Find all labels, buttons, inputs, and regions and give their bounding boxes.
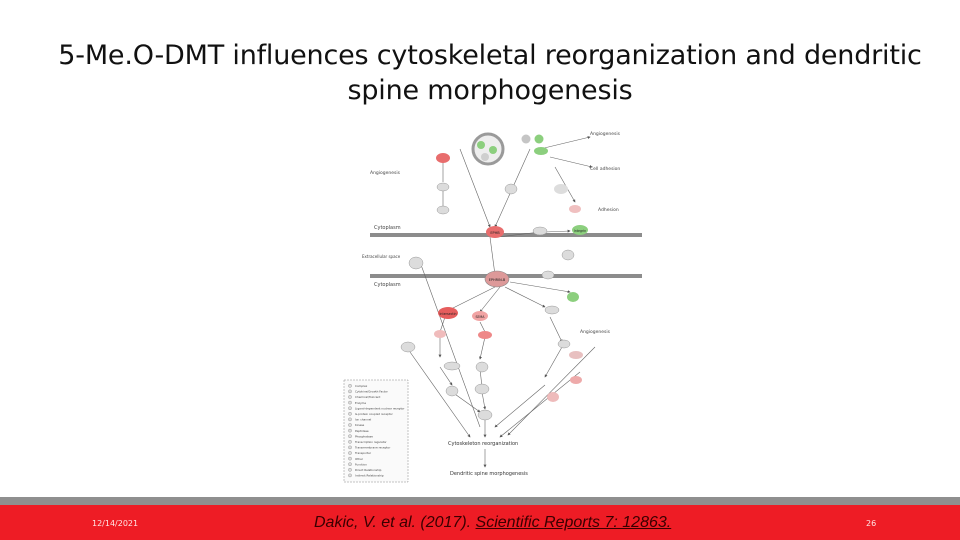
legend-item-label: Transcription regulator — [354, 440, 388, 444]
pathway-edges — [409, 136, 596, 468]
legend-item-icon — [348, 445, 352, 450]
pathway-figure: Cytoplasm Cytoplasm Extracellular space … — [340, 127, 645, 485]
legend-item-label: Kinase — [355, 423, 365, 427]
node-cdc42 — [567, 292, 579, 302]
legend-item-label: Peptidase — [355, 429, 369, 433]
legend-item-label: Phosphatase — [355, 434, 373, 438]
legend-item-label: Ligand-dependent nuclear receptor — [355, 406, 405, 410]
legend-item-icon — [348, 462, 352, 467]
cell-adhesion-label: Cell adhesion — [590, 166, 620, 172]
citation-authors: Dakic, V. et al. (2017). — [314, 514, 476, 531]
angio-bottom-label: Angiogenesis — [580, 329, 611, 335]
legend-item-label: Transporter — [354, 451, 372, 455]
node-ephrin-label: EPHRIN-B — [489, 278, 506, 282]
node-integrin — [572, 225, 588, 235]
node-sema — [472, 311, 488, 321]
citation-journal-link[interactable]: Scientific Reports 7: 12863. — [475, 514, 672, 531]
legend-item-icon — [348, 456, 352, 461]
legend-item-icon — [348, 411, 352, 416]
node-ras — [554, 184, 568, 194]
extracellular-label: Extracellular space — [362, 254, 401, 259]
dendritic-label: Dendritic spine morphogenesis — [450, 471, 528, 477]
legend-item-label: Chemical/Toxicant — [355, 395, 381, 399]
legend-item-icon — [348, 400, 352, 405]
legend-item-label: Function — [355, 462, 367, 466]
node-integrin-label: Integrin — [574, 229, 586, 233]
node-ephb-label: EPHB — [490, 231, 500, 235]
membrane-bottom-label: Cytoplasm — [374, 282, 401, 288]
slide-title: 5-Me.O-DMT influences cytoskeletal reorg… — [58, 40, 922, 106]
legend-item-label: Enzyme — [355, 401, 366, 405]
legend-item-icon — [348, 428, 352, 433]
node-ephrin — [484, 270, 510, 288]
node-sema-label: SEMA — [476, 315, 486, 319]
legend-item-icon — [348, 389, 352, 394]
node-pak — [569, 351, 583, 359]
node-angio-kinase — [436, 153, 450, 163]
nodes-downregulated: Integrin — [521, 134, 588, 302]
footer-divider — [0, 497, 960, 505]
cytoskeleton-label: Cytoskeleton reorganization — [448, 441, 518, 447]
footer-bar — [0, 505, 960, 540]
node-intersectin — [438, 307, 458, 319]
angiogenesis-right-label: Angiogenesis — [590, 131, 621, 137]
legend-item-label: Indirect Relationship — [355, 474, 384, 478]
adhesion-label: Adhesion — [598, 207, 619, 213]
node-ephb — [486, 226, 504, 238]
receptor-complex — [471, 132, 505, 166]
legend-item-label: Other — [355, 457, 364, 461]
legend-item-label: G-protein coupled receptor — [355, 412, 394, 416]
node-erk — [547, 392, 559, 402]
legend-item-icon — [348, 473, 352, 478]
legend-item-label: Ion channel — [355, 418, 371, 422]
legend-item-icon — [348, 434, 352, 439]
node-rasgrf — [478, 331, 492, 339]
legend-item-icon — [348, 451, 352, 455]
legend-item-icon — [348, 406, 352, 411]
legend-item-icon — [348, 423, 352, 427]
membrane-top-label: Cytoplasm — [374, 225, 401, 231]
legend-item-label: Direct Relationship — [355, 468, 382, 472]
legend-item-icon — [348, 417, 352, 422]
legend-item-icon — [348, 467, 352, 472]
legend-item-label: Complex — [355, 384, 368, 388]
membrane-top: Cytoplasm — [370, 225, 642, 237]
nodes-upregulated: EPHB EPHRIN-B Intersectin SEMA — [434, 153, 583, 402]
footer-citation: Dakic, V. et al. (2017). Scientific Repo… — [314, 514, 671, 532]
pathway-diagram: Cytoplasm Cytoplasm Extracellular space … — [340, 127, 645, 485]
node-intersectin-label: Intersectin — [439, 312, 456, 316]
legend-item-icon — [348, 395, 352, 399]
page-number: 26 — [866, 519, 877, 528]
node-rap1 — [570, 376, 582, 384]
footer-date: 12/14/2021 — [92, 519, 139, 528]
node-limk — [434, 330, 446, 338]
legend-item-label: Transmembrane receptor — [354, 446, 391, 450]
node-rap1-top — [569, 205, 581, 213]
nodes-neutral — [400, 182, 575, 421]
legend-item-icon — [348, 383, 352, 388]
angiogenesis-left-label: Angiogenesis — [370, 170, 401, 176]
legend-item-label: Cytokine/Growth Factor — [355, 390, 389, 394]
legend-item-icon — [348, 439, 352, 444]
